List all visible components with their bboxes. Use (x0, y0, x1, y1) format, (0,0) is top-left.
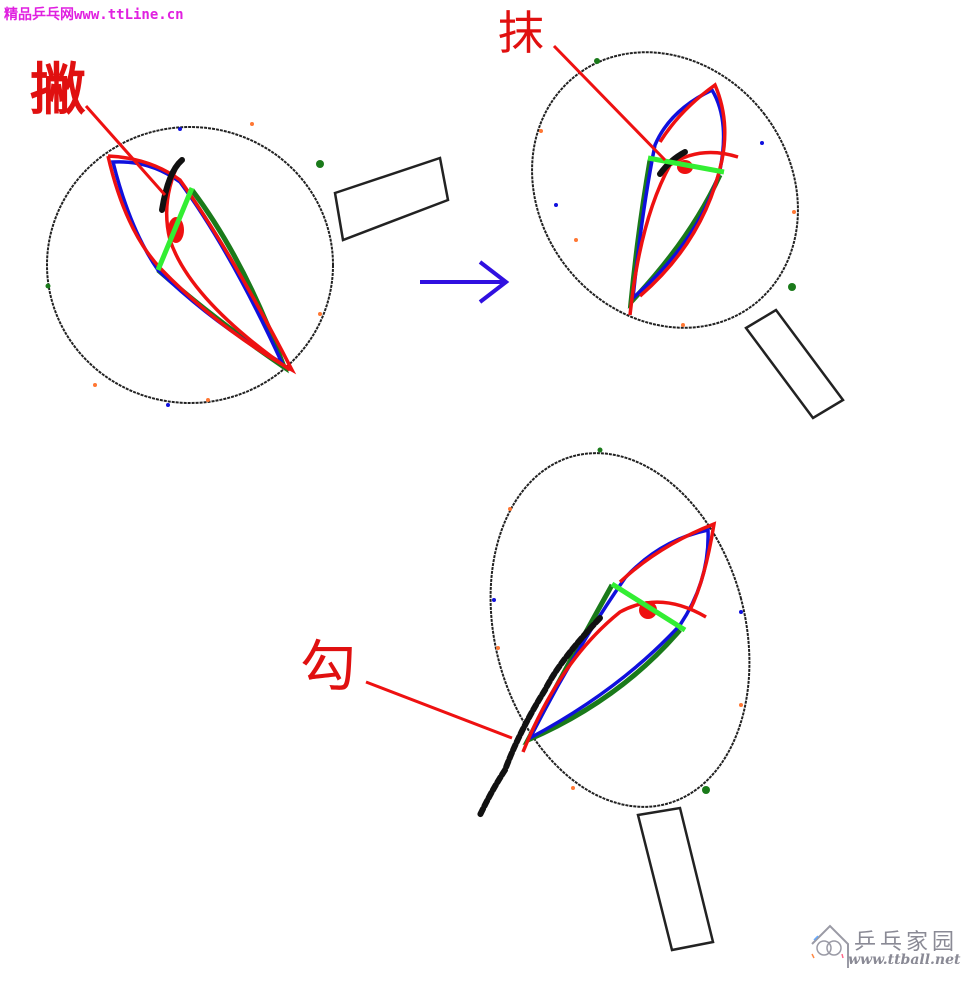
paddle-blade (489, 452, 751, 808)
label-pointer-mo (552, 44, 667, 162)
logo-url: www.ttball.net (848, 952, 961, 968)
paddle-blade (46, 126, 334, 404)
paddle-blade (531, 51, 799, 329)
logo-name: 乒乓家园 (854, 930, 959, 955)
label-pointer-gou (365, 680, 513, 740)
paddle-handle (333, 156, 450, 242)
logo-ttball: 乒乓家园 www.ttball.net (808, 918, 968, 974)
paddle-handle (636, 806, 715, 952)
stroke-label-mo: 抹 (498, 6, 544, 60)
watermark-site-name: 精品乒乓网 (4, 7, 74, 23)
house-logo-icon (811, 924, 849, 968)
paddle-gou (365, 447, 751, 952)
stroke-label-pie: 撇 (30, 57, 86, 123)
arrow-right-icon (420, 260, 510, 304)
paddle-handle (744, 308, 845, 420)
watermark-top: 精品乒乓网www.ttLine.cn (4, 4, 184, 24)
paddle-pie (45, 105, 450, 407)
watermark-site-url: www.ttLine.cn (74, 7, 184, 23)
label-pointer-pie (84, 105, 167, 196)
stroke-label-gou: 勾 (300, 635, 356, 700)
paddle-mo (531, 44, 845, 420)
